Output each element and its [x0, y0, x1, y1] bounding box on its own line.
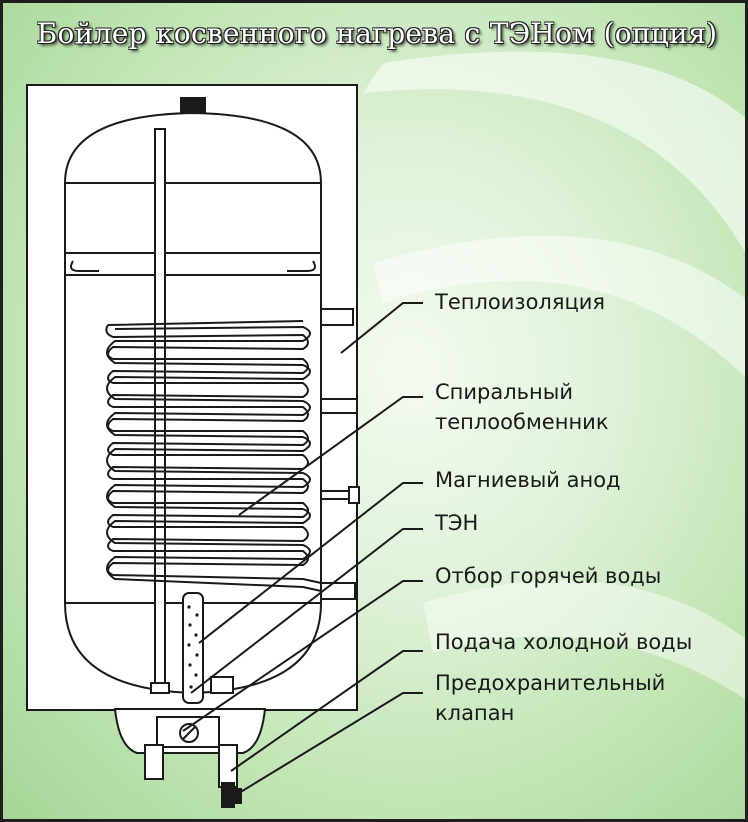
leader-coil — [238, 396, 423, 516]
label-cold-inlet: Подача холодной воды — [435, 630, 693, 654]
top-fitting — [180, 97, 206, 114]
diagram-title: Бойлер косвенного нагрева с ТЭНом (опция… — [36, 17, 718, 50]
label-valve-line2: клапан — [435, 701, 515, 725]
cold-water-pipe — [218, 744, 238, 788]
tank-flange — [64, 252, 322, 276]
leader-anode — [198, 482, 423, 644]
leader-insulation — [340, 302, 423, 354]
label-valve-line1: Предохранительный — [435, 671, 666, 695]
label-coil-line1: Спиральный — [435, 380, 573, 404]
coil-outlet-connector — [320, 582, 356, 600]
leader-hot-outlet — [182, 580, 423, 732]
leader-cold-inlet — [230, 650, 423, 772]
label-insulation: Теплоизоляция — [435, 290, 606, 314]
label-hot-outlet: Отбор горячей воды — [435, 564, 662, 588]
hot-water-pipe — [144, 744, 164, 780]
label-anode: Магниевый анод — [435, 468, 621, 492]
spiral-heat-exchanger — [105, 320, 322, 592]
background-swirl — [363, 51, 745, 700]
leader-heater — [190, 528, 423, 694]
coil-inlet-connector — [320, 308, 354, 326]
label-heater: ТЭН — [435, 511, 479, 535]
magnesium-anode — [154, 128, 166, 690]
boiler-diagram — [26, 84, 423, 808]
label-coil-line2: теплообменник — [435, 410, 609, 434]
heating-element — [182, 592, 204, 704]
leader-valve — [238, 692, 423, 794]
